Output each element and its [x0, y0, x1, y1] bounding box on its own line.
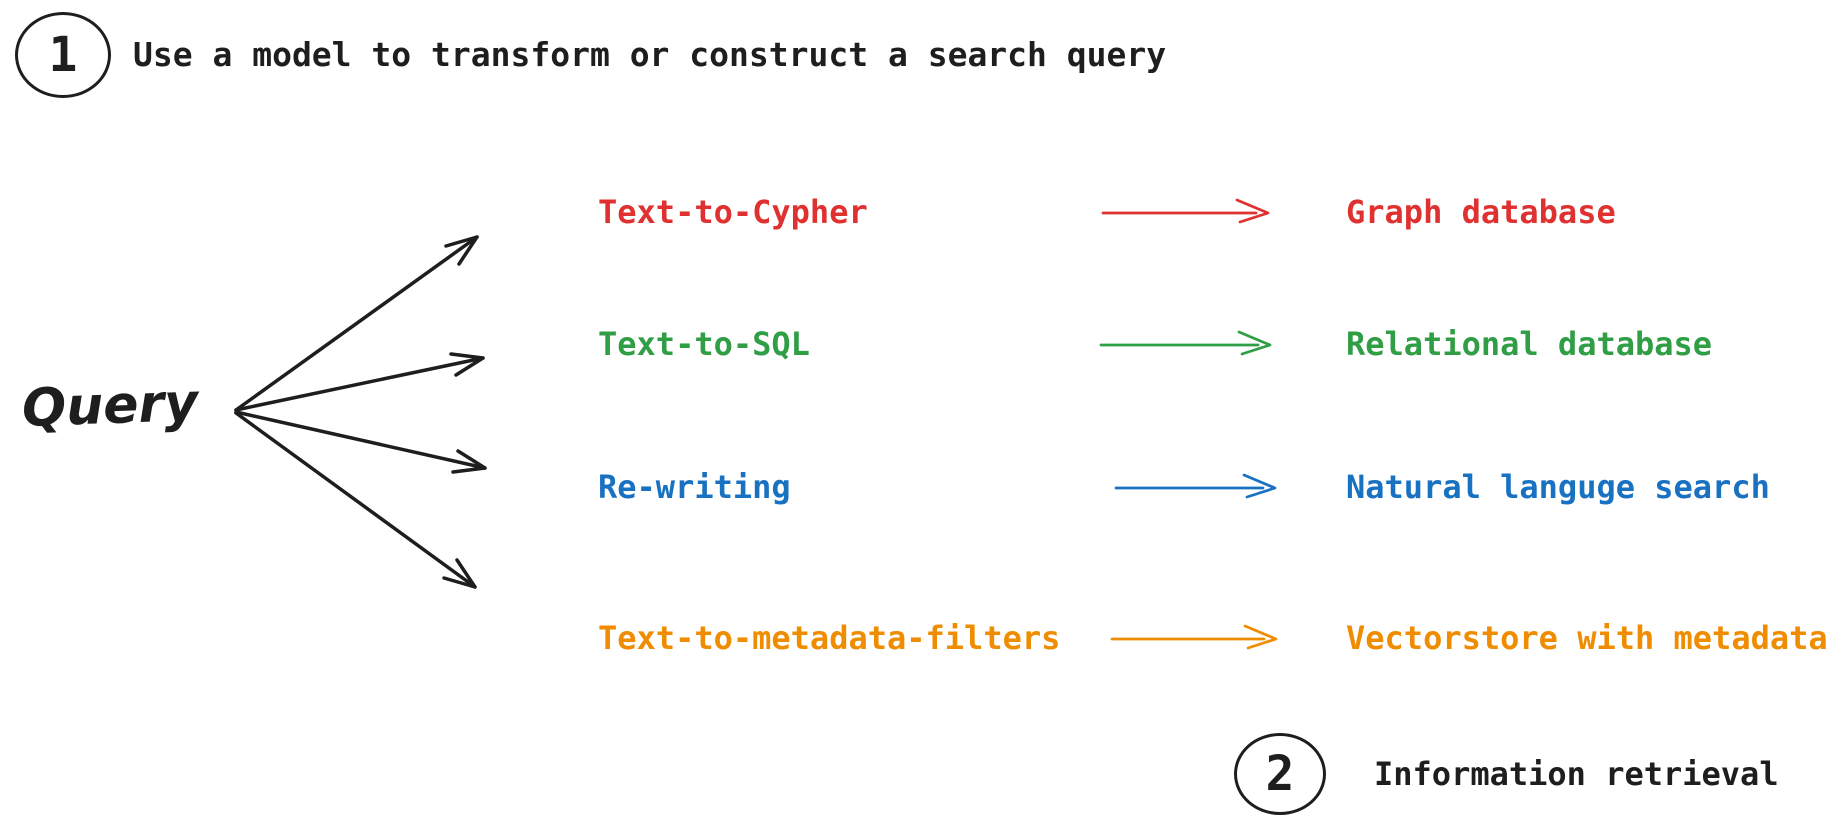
step-1-circle: 1 [15, 12, 111, 98]
fan-arrow-3 [234, 410, 487, 470]
arrowhead-re-writing [1242, 473, 1277, 499]
target-vectorstore-with-metadata: Vectorstore with metadata [1346, 619, 1828, 657]
step-2-number: 2 [1265, 746, 1295, 802]
arrowhead-text-to-sql [1237, 330, 1272, 356]
fan-arrowhead-3 [451, 449, 487, 474]
fan-arrowhead-2 [449, 352, 485, 377]
method-text-to-metadata-filters: Text-to-metadata-filters [598, 619, 1061, 657]
arrow-text-to-cypher [1101, 198, 1270, 224]
fan-arrow-4 [234, 411, 477, 589]
arrowhead-text-to-metadata-filters [1243, 624, 1278, 650]
step-1-number: 1 [48, 27, 78, 83]
method-re-writing: Re-writing [598, 468, 791, 506]
arrow-text-to-sql [1099, 330, 1272, 356]
method-text-to-cypher: Text-to-Cypher [598, 193, 868, 231]
step-1-label: Use a model to transform or construct a … [133, 35, 1167, 74]
target-graph-database: Graph database [1346, 193, 1616, 231]
query-fan-arrows [234, 235, 487, 589]
fan-arrow-2 [234, 356, 485, 412]
method-text-to-sql: Text-to-SQL [598, 325, 810, 363]
step-2-circle: 2 [1234, 733, 1326, 815]
fan-arrowhead-4 [442, 558, 477, 589]
step-2-label: Information retrieval [1374, 755, 1779, 793]
target-natural-language-search: Natural languge search [1346, 468, 1770, 506]
fan-arrowhead-1 [444, 235, 479, 266]
target-relational-database: Relational database [1346, 325, 1713, 363]
fan-arrow-1 [234, 235, 479, 412]
arrowhead-text-to-cypher [1235, 198, 1270, 224]
arrow-text-to-metadata-filters [1110, 624, 1278, 650]
arrow-re-writing [1114, 473, 1277, 499]
